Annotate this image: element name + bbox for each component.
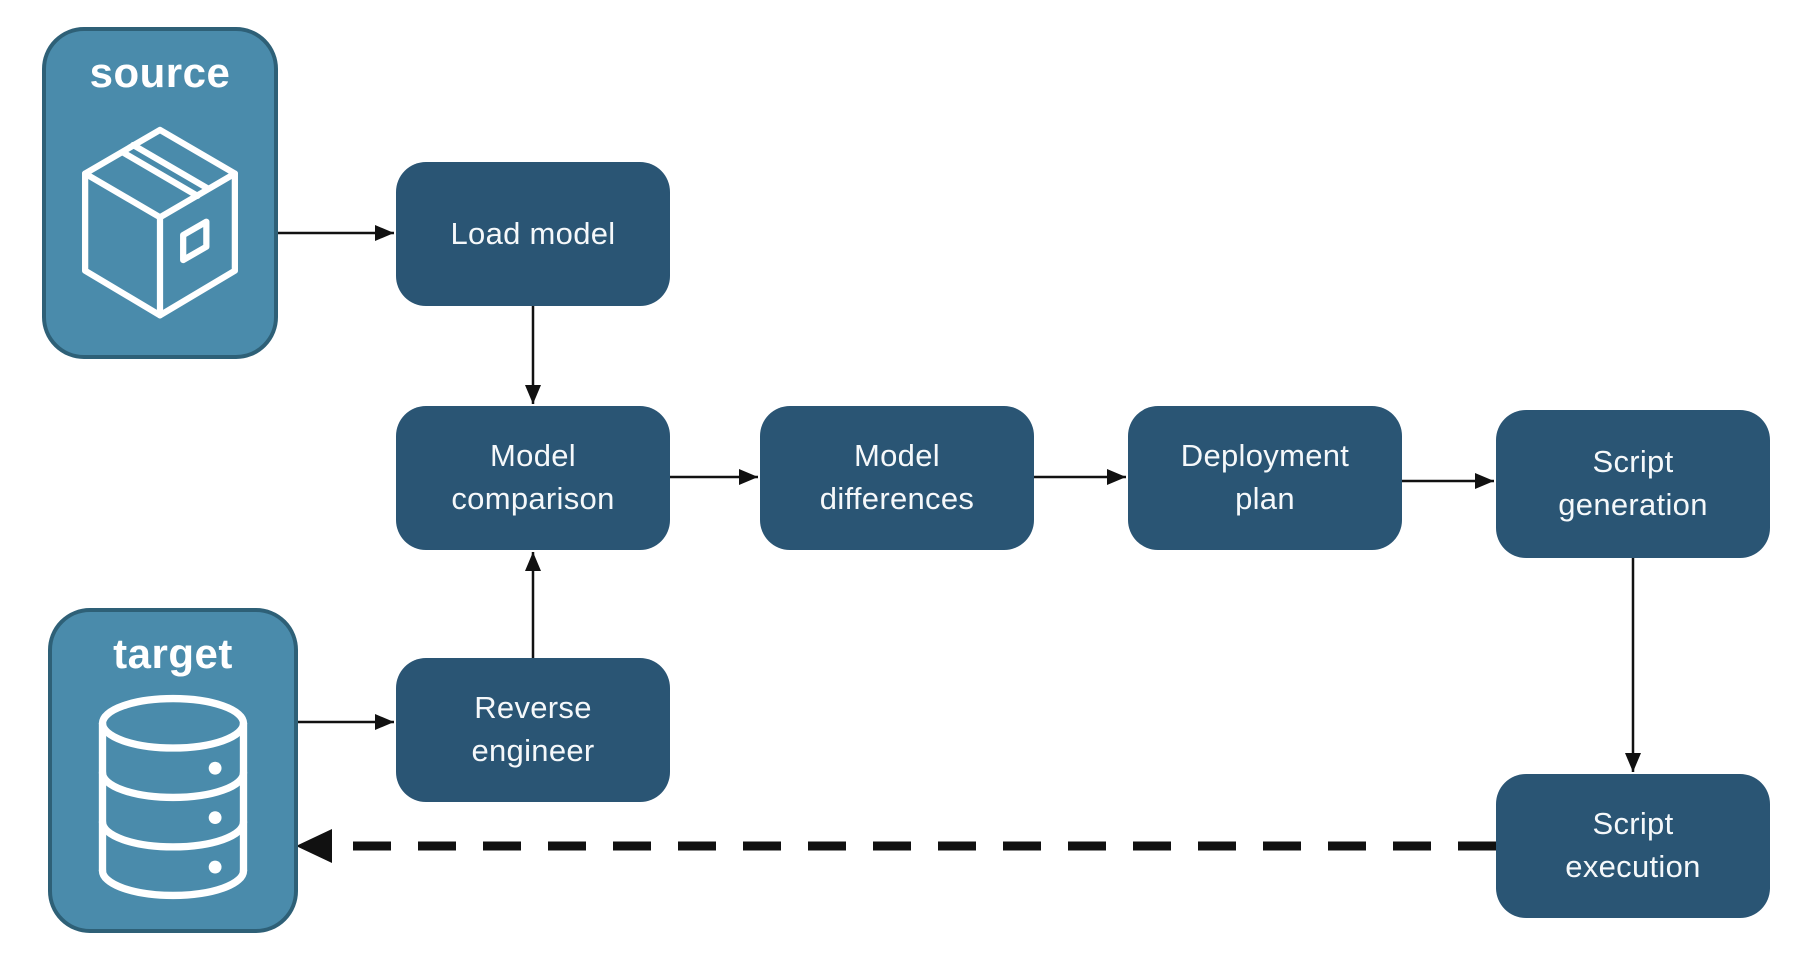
node-reverse-engineer: Reverse engineer bbox=[396, 658, 670, 802]
container-source-label: source bbox=[89, 49, 231, 96]
node-model-comparison: Model comparison bbox=[396, 406, 670, 550]
node-reverse-engineer-label: Reverse engineer bbox=[471, 690, 595, 768]
container-target-label: target bbox=[113, 630, 233, 677]
node-script-execution: Script execution bbox=[1496, 774, 1770, 918]
node-script-generation: Script generation bbox=[1496, 410, 1770, 558]
node-model-differences: Model differences bbox=[760, 406, 1034, 550]
node-deployment-plan: Deployment plan bbox=[1128, 406, 1402, 550]
node-deployment-plan-label: Deployment plan bbox=[1180, 438, 1350, 516]
node-script-execution-label: Script execution bbox=[1565, 806, 1701, 884]
container-source: source bbox=[42, 27, 278, 359]
dashed-arrowhead bbox=[296, 829, 332, 863]
node-model-differences-label: Model differences bbox=[819, 438, 975, 516]
node-load-model: Load model bbox=[396, 162, 670, 306]
node-script-generation-label: Script generation bbox=[1558, 444, 1708, 522]
container-target: target bbox=[48, 608, 298, 933]
node-load-model-label: Load model bbox=[450, 215, 616, 251]
database-icon bbox=[98, 694, 248, 900]
node-model-comparison-label: Model comparison bbox=[451, 438, 615, 516]
package-icon bbox=[82, 126, 238, 319]
